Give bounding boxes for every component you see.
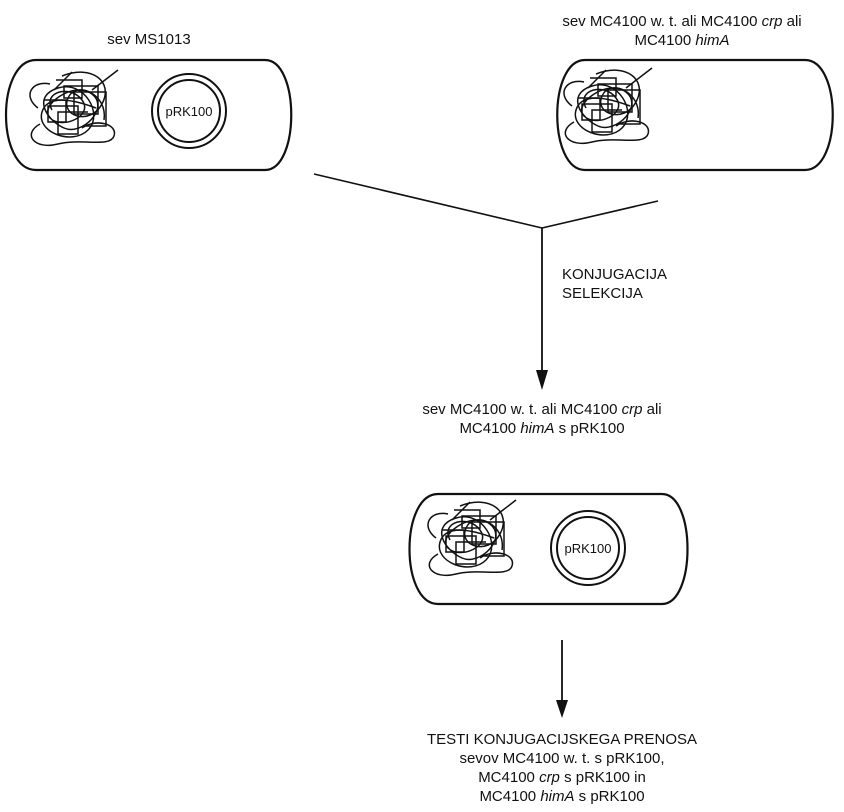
recipient-strain-label: sev MC4100 w. t. ali MC4100 crp ali MC41… xyxy=(520,12,844,50)
conjugation-arrowhead xyxy=(536,370,548,390)
process-label: KONJUGACIJA SELEKCIJA xyxy=(562,265,667,303)
recipient-connector-line xyxy=(542,201,658,228)
result-plasmid-label: pRK100 xyxy=(565,541,612,556)
result-strain-label: sev MC4100 w. t. ali MC4100 crp ali MC41… xyxy=(372,400,712,438)
test-label: TESTI KONJUGACIJSKEGA PRENOSA sevov MC41… xyxy=(382,730,742,806)
test-arrowhead xyxy=(556,700,568,718)
recipient-cell xyxy=(557,60,833,170)
donor-strain-label: sev MS1013 xyxy=(74,30,224,49)
result-cell xyxy=(410,494,688,604)
donor-connector-line xyxy=(314,174,542,228)
donor-cell xyxy=(6,60,291,170)
donor-plasmid-label: pRK100 xyxy=(166,104,213,119)
